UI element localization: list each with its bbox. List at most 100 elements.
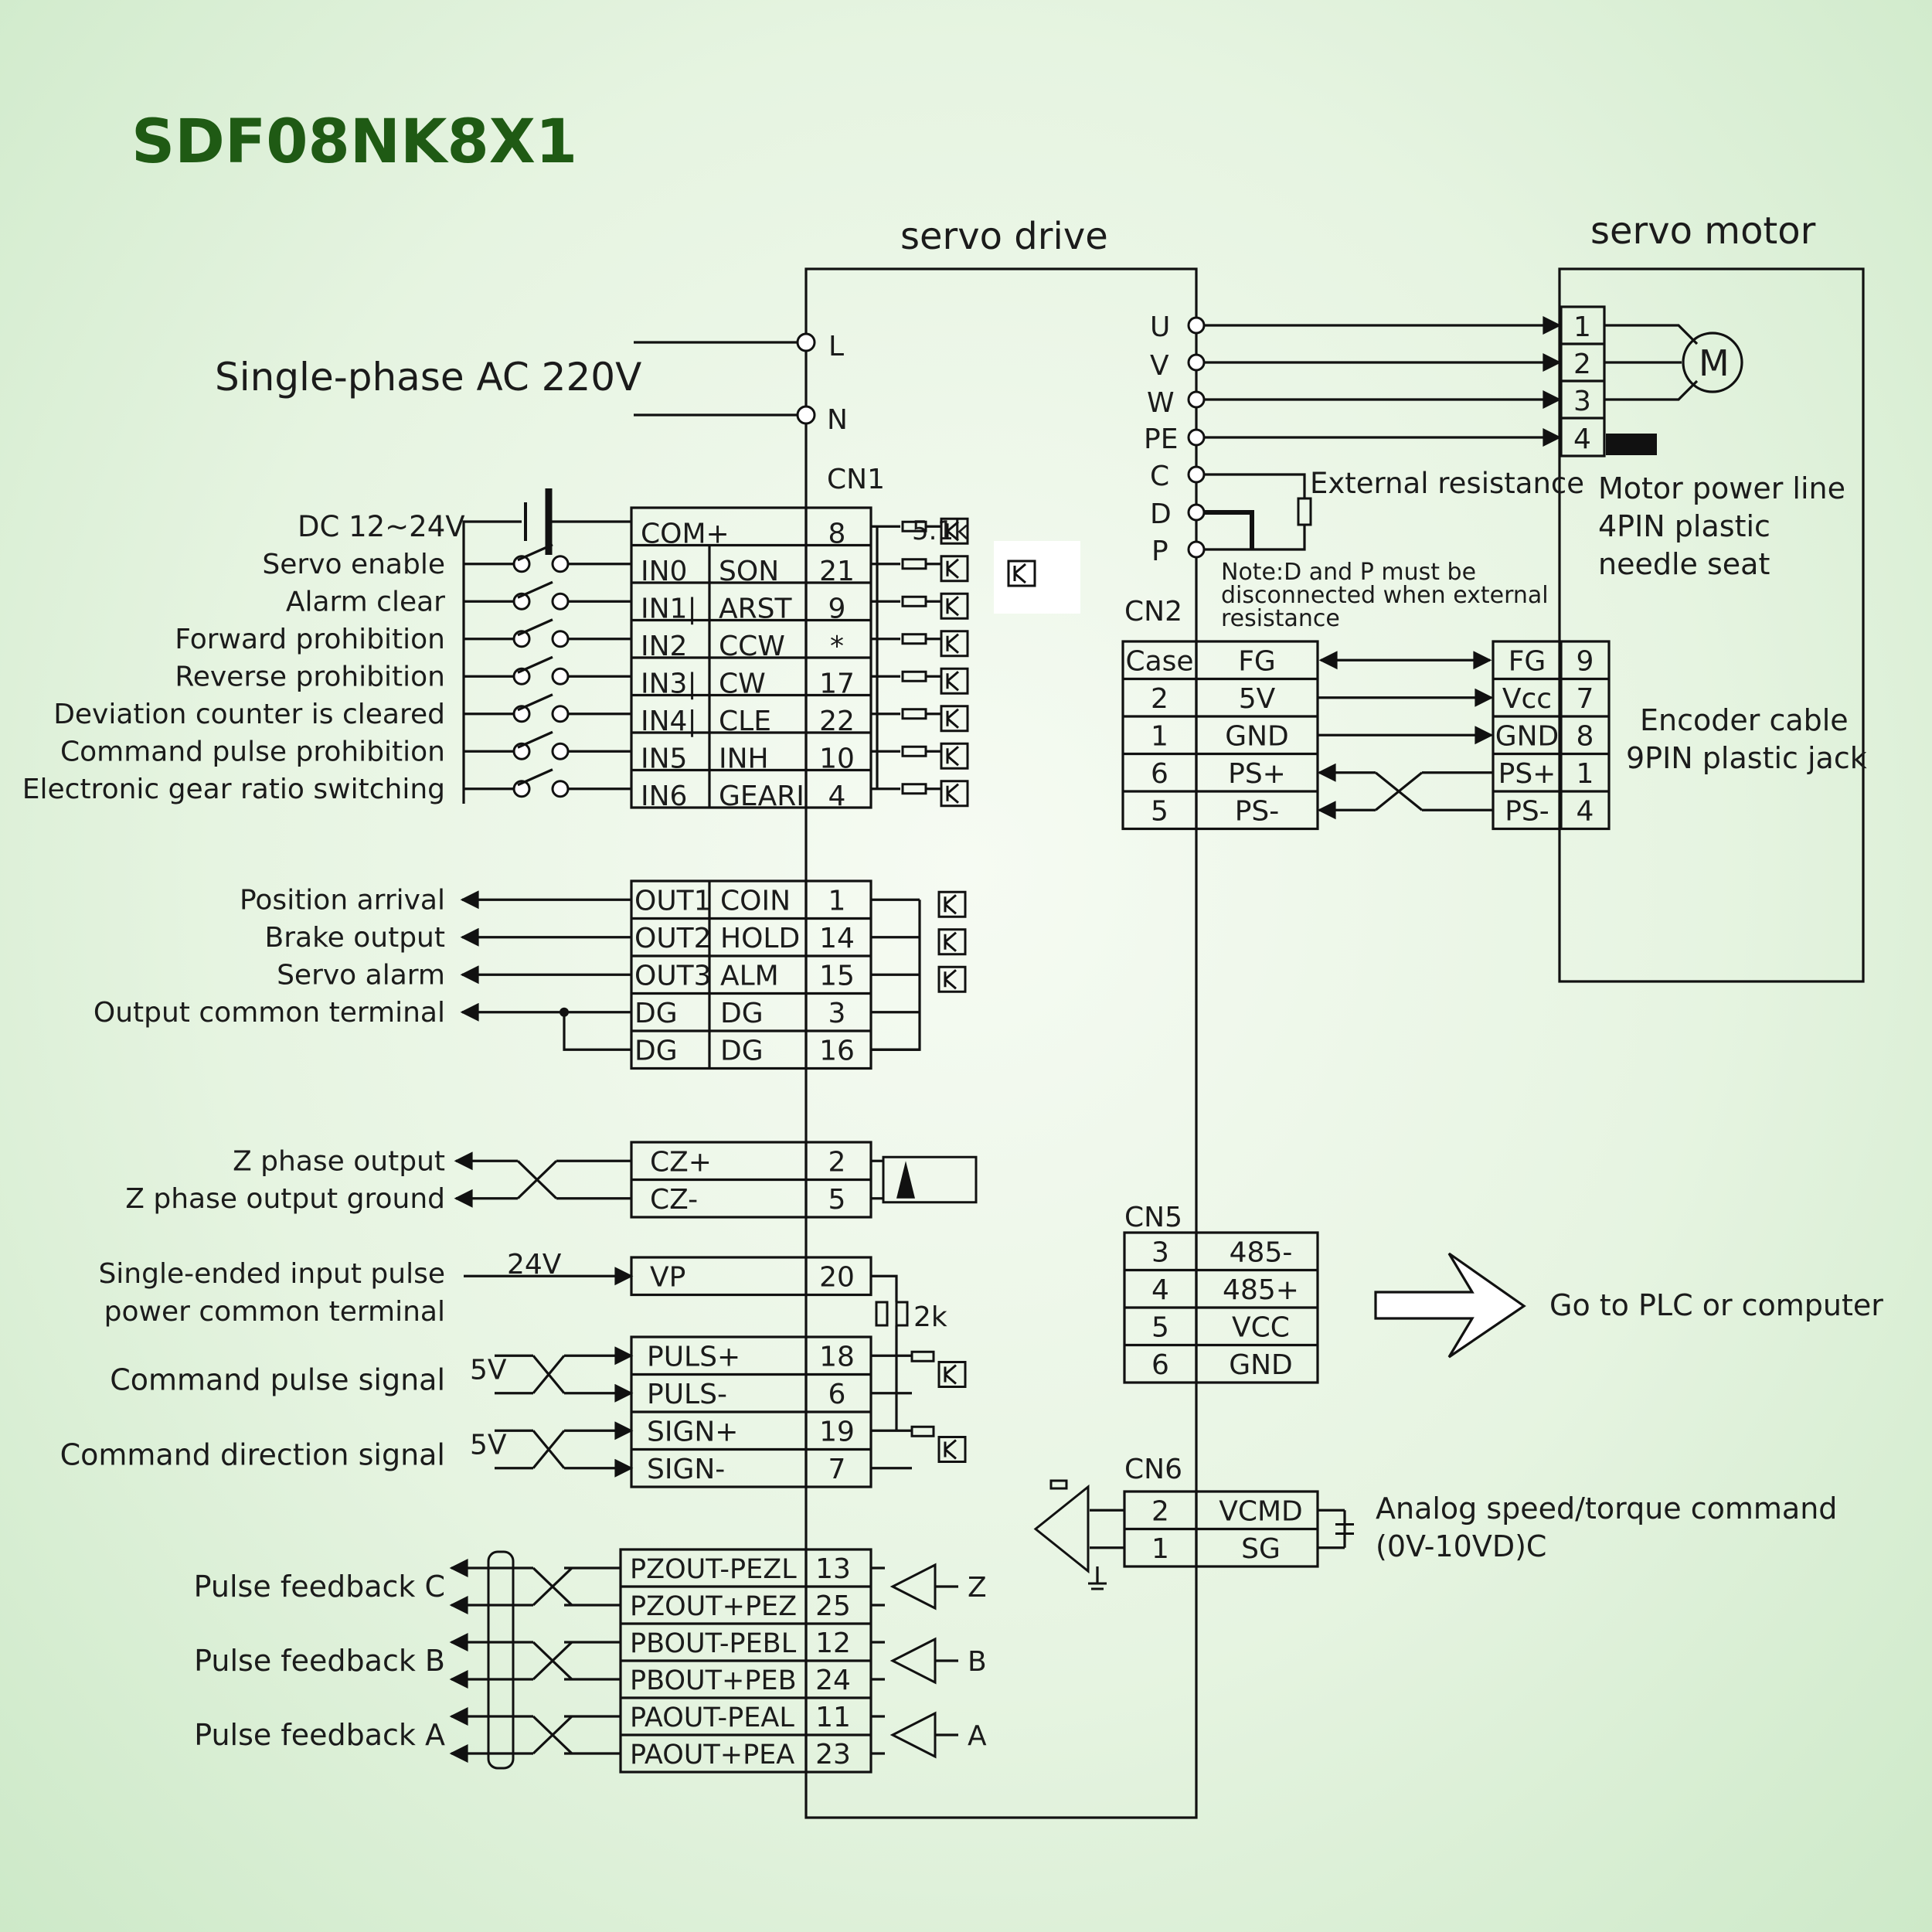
vp-signal: VP	[650, 1261, 685, 1293]
z-phase-row: CZ+2	[650, 1146, 845, 1178]
twisted-pair-icon	[1374, 771, 1423, 811]
pulse-description: Command direction signal	[60, 1438, 445, 1472]
resistor-icon	[895, 1301, 909, 1327]
line-driver-icon	[889, 1563, 937, 1611]
svg-text:2: 2	[1573, 349, 1591, 380]
line-driver-icon	[889, 1637, 937, 1685]
pulse-pin: 7	[828, 1454, 846, 1485]
opto-detail-icon	[994, 541, 1080, 614]
input-description: Forward prohibition	[175, 624, 445, 655]
feedback-letter: Z	[968, 1572, 987, 1604]
feedback-description: Pulse feedback B	[194, 1644, 445, 1678]
servo-motor-box	[1558, 267, 1865, 983]
optocoupler-icon	[937, 890, 967, 918]
v5-label: 5V	[470, 1355, 507, 1386]
input-description: Reverse prohibition	[175, 661, 445, 692]
svg-text:W: W	[1147, 387, 1175, 419]
feedback-letter: B	[968, 1646, 987, 1678]
cn6-desc-1: Analog speed/torque command	[1376, 1492, 1837, 1526]
optocoupler-icon	[940, 592, 969, 620]
input-description: Alarm clear	[286, 586, 445, 617]
input-description: Deviation counter is cleared	[53, 699, 445, 730]
servo-drive-heading: servo drive	[900, 215, 1108, 258]
cn1-output-pin: 3	[828, 998, 846, 1029]
pulse-pin: 19	[819, 1416, 855, 1447]
cn1-output-signal: OUT2	[634, 923, 712, 954]
z-phase-signal: CZ-	[650, 1184, 698, 1216]
encoder-signal: Vcc	[1502, 683, 1552, 715]
cn1-input-pin: *	[830, 631, 844, 662]
resistor-icon	[901, 595, 927, 607]
cn1-output-pin: 15	[819, 960, 855, 992]
cn1-input-row: IN6 GEARI 4	[641, 781, 845, 812]
v5-label: 5V	[470, 1430, 507, 1461]
feedback-signal: PZOUT-PEZL	[630, 1554, 797, 1585]
line-driver-icon	[889, 1711, 937, 1759]
motor-symbol	[1682, 332, 1743, 393]
resistor-icon	[901, 558, 927, 570]
svg-text:V: V	[1150, 350, 1169, 382]
svg-text:4: 4	[1573, 423, 1591, 455]
cn1-output-signal: OUT1	[634, 885, 712, 917]
switch-contact-icon	[551, 630, 570, 648]
cn1-output-pin: 1	[828, 885, 846, 917]
note-line-3: resistance	[1221, 605, 1340, 632]
line-driver-icon	[882, 1155, 978, 1204]
optocoupler-icon	[937, 1361, 967, 1388]
cn1-output-signal: DG	[634, 998, 678, 1029]
pulse-signal: SIGN-	[647, 1454, 725, 1485]
cn2-pin: 6	[1151, 758, 1168, 790]
cn1-input-signal: IN6	[641, 781, 687, 812]
cn2-signal: PS+	[1228, 758, 1286, 790]
resistor-2k-label: 2k	[913, 1301, 947, 1333]
feedback-signal: PZOUT+PEZ	[630, 1591, 797, 1622]
ground-icon	[1088, 1582, 1107, 1590]
capacitor-icon	[1335, 1523, 1354, 1535]
optocoupler-icon	[940, 742, 969, 770]
z-phase-row: CZ-5	[650, 1184, 845, 1216]
switch-contact-icon	[551, 592, 570, 611]
cn1-input-function: GEARI	[719, 781, 804, 812]
encoder-pin: 9	[1577, 645, 1594, 677]
resistor-icon	[910, 1425, 935, 1437]
cn6-signal: SG	[1241, 1533, 1281, 1565]
pulse-signal: PULS+	[647, 1341, 740, 1372]
resistor-icon	[901, 670, 927, 682]
external-resistance-label: External resistance	[1310, 467, 1584, 500]
svg-text:1: 1	[1573, 311, 1591, 343]
feedback-signal: PBOUT-PEBL	[630, 1628, 797, 1659]
cn2-signal: 5V	[1239, 683, 1276, 715]
servo-motor-heading: servo motor	[1590, 209, 1816, 253]
optocoupler-icon	[940, 705, 969, 733]
optocoupler-icon	[937, 1436, 967, 1463]
cn1-label: CN1	[827, 464, 885, 495]
twisted-pair-icon	[532, 1430, 566, 1469]
cn2-signal: GND	[1225, 720, 1289, 752]
cn1-output-function: DG	[720, 998, 764, 1029]
terminal-L	[796, 332, 816, 352]
cn1-input-pin: 4	[828, 781, 846, 812]
input-description: Servo enable	[262, 549, 445, 580]
power-label: Single-phase AC 220V	[215, 355, 641, 400]
switch-contact-icon	[551, 555, 570, 573]
optocoupler-icon	[940, 780, 969, 808]
pulse-row: PULS-6	[647, 1379, 845, 1410]
pulse-pin: 6	[828, 1379, 846, 1410]
feedback-pin: 13	[815, 1553, 851, 1585]
cn1-output-pin: 16	[819, 1035, 855, 1066]
label-N: N	[827, 404, 848, 436]
resistor-icon	[901, 745, 927, 757]
vp-pin: 20	[819, 1261, 855, 1293]
z-phase-description: Z phase output	[233, 1145, 445, 1177]
pulse-row: SIGN+19	[647, 1416, 855, 1447]
